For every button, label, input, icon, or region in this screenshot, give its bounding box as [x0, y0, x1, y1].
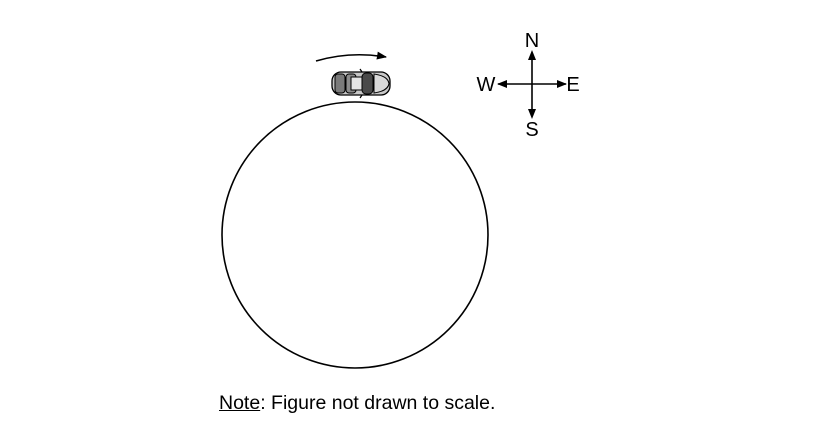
compass-south-label: S [525, 119, 538, 141]
figure-note: Note: Figure not drawn to scale. [219, 391, 495, 415]
car-icon [331, 68, 391, 99]
compass-east-label: E [566, 74, 579, 96]
south-arrowhead [528, 109, 536, 119]
direction-arrow [315, 51, 387, 62]
circular-track [221, 101, 489, 369]
note-label: Note [219, 392, 261, 414]
west-arrowhead [497, 80, 507, 88]
east-arrowhead [557, 80, 567, 88]
north-arrowhead [528, 50, 536, 60]
note-text: : Figure not drawn to scale. [260, 392, 496, 414]
compass-north-label: N [525, 30, 539, 52]
compass-west-label: W [477, 74, 496, 96]
compass-rose: N S E W [477, 30, 580, 141]
